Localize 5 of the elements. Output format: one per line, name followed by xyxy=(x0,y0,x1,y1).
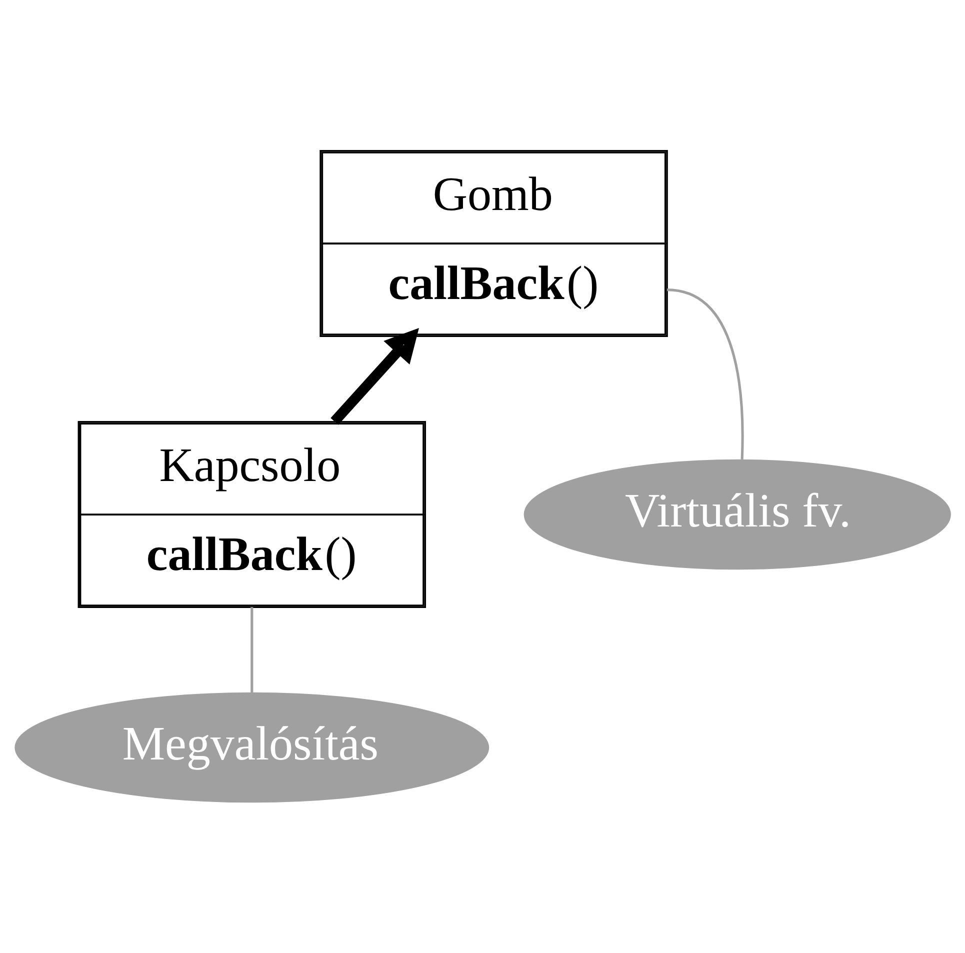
connector xyxy=(666,288,744,460)
arrow xyxy=(330,328,419,425)
node-ellipse: Megvalósítás xyxy=(14,692,490,803)
node-ellipse: Virtuális fv. xyxy=(524,459,951,570)
connector xyxy=(250,607,254,692)
